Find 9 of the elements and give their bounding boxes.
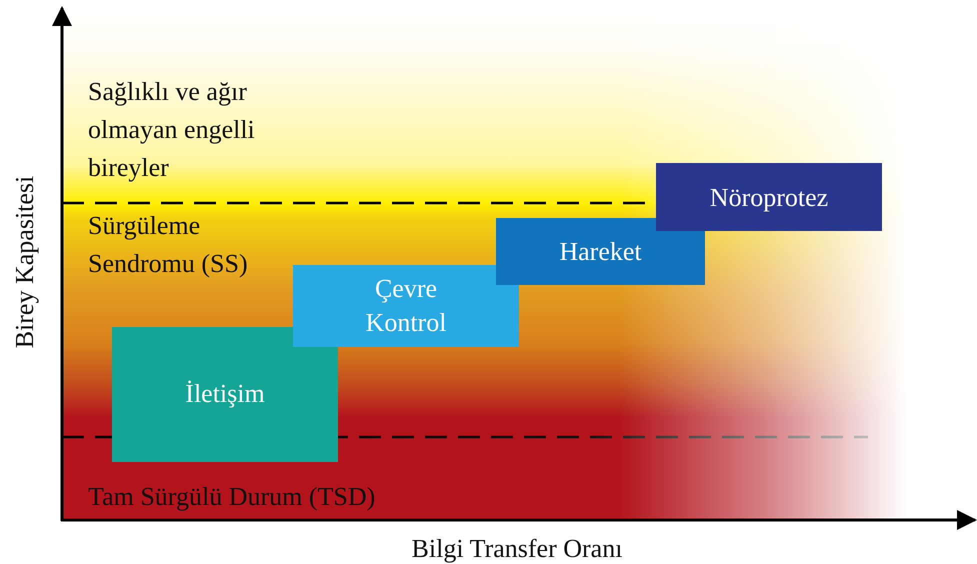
category-box: İletişim bbox=[112, 327, 338, 462]
axis-title: Bilgi Transfer Oranı bbox=[412, 533, 622, 564]
region-label: Sürgüleme Sendromu (SS) bbox=[88, 210, 249, 280]
category-box: Çevre Kontrol bbox=[293, 265, 519, 347]
region-label: Sağlıklı ve ağır olmayan engelli bireyler bbox=[88, 76, 256, 184]
axis-title: Birey Kapasitesi bbox=[9, 176, 40, 348]
category-box: Nöroprotez bbox=[656, 163, 882, 231]
category-box: Hareket bbox=[496, 218, 705, 285]
region-label: Tam Sürgülü Durum (TSD) bbox=[88, 481, 376, 513]
